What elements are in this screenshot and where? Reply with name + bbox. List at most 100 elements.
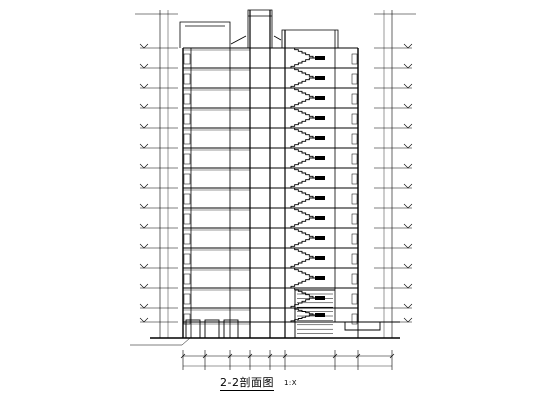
stair-landing-11 xyxy=(315,276,325,280)
staircase xyxy=(287,47,325,323)
bottom-dim-slash-4 xyxy=(267,353,273,359)
left-level-marker-6 xyxy=(139,163,149,169)
left-elevation-marks xyxy=(135,10,178,338)
floor-lines xyxy=(183,47,358,325)
left-level-marker-1 xyxy=(139,63,149,69)
right-level-marker-1 xyxy=(403,63,413,69)
stair-flight-up-5 xyxy=(291,147,317,159)
machine-room xyxy=(247,9,273,48)
bottom-dim-slash-2 xyxy=(227,353,233,359)
stair-flight-down-9 xyxy=(287,237,313,249)
window-left-4 xyxy=(183,253,191,265)
bottom-dim-slash-7 xyxy=(355,353,361,359)
roof-parapet-left xyxy=(179,21,231,48)
podium-railing xyxy=(344,322,381,331)
stair-flight-down-4 xyxy=(287,137,313,149)
stair-flight-down-0 xyxy=(287,57,313,69)
window-left-11 xyxy=(183,113,191,125)
stair-landing-9 xyxy=(315,236,325,240)
window-left-3 xyxy=(183,273,191,285)
entry-door-2 xyxy=(204,319,220,339)
stair-flight-down-3 xyxy=(287,117,313,129)
right-level-marker-11 xyxy=(403,263,413,269)
stair-flight-down-1 xyxy=(287,77,313,89)
stair-landing-6 xyxy=(315,176,325,180)
stair-flight-up-8 xyxy=(291,207,317,219)
bottom-dim-slash-1 xyxy=(202,353,208,359)
window-left-13 xyxy=(183,73,191,85)
section-linework xyxy=(179,9,359,338)
bottom-dim-slash-3 xyxy=(247,353,253,359)
stair-landing-0 xyxy=(315,56,325,60)
stair-flight-down-6 xyxy=(287,177,313,189)
stair-flight-down-8 xyxy=(287,217,313,229)
right-level-marker-10 xyxy=(403,243,413,249)
stair-roof xyxy=(281,29,339,48)
window-right-5 xyxy=(351,233,358,245)
window-right-10 xyxy=(351,133,358,145)
window-right-8 xyxy=(351,173,358,185)
left-level-marker-2 xyxy=(139,83,149,89)
stair-landing-2 xyxy=(315,96,325,100)
stair-flight-up-7 xyxy=(291,187,317,199)
window-right-9 xyxy=(351,153,358,165)
right-level-marker-2 xyxy=(403,83,413,89)
window-right-6 xyxy=(351,213,358,225)
right-level-marker-3 xyxy=(403,103,413,109)
right-level-marker-5 xyxy=(403,143,413,149)
stair-landing-12 xyxy=(315,296,325,300)
window-right-4 xyxy=(351,253,358,265)
right-level-marker-12 xyxy=(403,283,413,289)
right-level-marker-7 xyxy=(403,183,413,189)
right-level-marker-14 xyxy=(403,317,413,323)
bottom-dimension-chain xyxy=(180,350,395,370)
window-right-2 xyxy=(351,293,358,305)
bottom-dim-slash-0 xyxy=(180,353,186,359)
right-level-marker-4 xyxy=(403,123,413,129)
roof-slope-left xyxy=(230,35,247,45)
left-level-marker-0 xyxy=(139,43,149,49)
left-level-marker-7 xyxy=(139,183,149,189)
left-level-marker-14 xyxy=(139,317,149,323)
stair-flight-up-1 xyxy=(291,67,317,79)
window-left-1 xyxy=(183,313,191,325)
window-left-6 xyxy=(183,213,191,225)
ground-level xyxy=(130,289,400,346)
window-right-12 xyxy=(351,93,358,105)
left-level-marker-13 xyxy=(139,303,149,309)
left-level-marker-4 xyxy=(139,123,149,129)
left-level-marker-12 xyxy=(139,283,149,289)
left-level-marker-3 xyxy=(139,103,149,109)
bottom-dim-slash-8 xyxy=(389,353,395,359)
window-right-1 xyxy=(351,313,358,325)
right-elevation-marks xyxy=(374,10,416,338)
window-left-2 xyxy=(183,293,191,305)
left-level-marker-5 xyxy=(139,143,149,149)
window-left-7 xyxy=(183,193,191,205)
leader-left-tick xyxy=(181,337,191,346)
window-right-3 xyxy=(351,273,358,285)
left-level-marker-10 xyxy=(139,243,149,249)
stair-flight-down-10 xyxy=(287,257,313,269)
right-level-marker-8 xyxy=(403,203,413,209)
drawing-title: 2-2剖面图 xyxy=(220,376,274,391)
stair-flight-up-10 xyxy=(291,247,317,259)
drawing-caption: 2-2剖面图 1:X xyxy=(220,374,297,391)
entry-door-1 xyxy=(185,319,201,339)
right-level-marker-9 xyxy=(403,223,413,229)
stair-landing-4 xyxy=(315,136,325,140)
stair-flight-down-11 xyxy=(287,277,313,289)
window-left-14 xyxy=(183,53,191,65)
right-level-marker-0 xyxy=(403,43,413,49)
window-right-11 xyxy=(351,113,358,125)
window-left-9 xyxy=(183,153,191,165)
stair-flight-up-3 xyxy=(291,107,317,119)
stair-landing-8 xyxy=(315,216,325,220)
bottom-dim-slash-5 xyxy=(282,353,288,359)
stair-landing-13 xyxy=(315,313,325,317)
right-level-marker-6 xyxy=(403,163,413,169)
window-right-13 xyxy=(351,73,358,85)
entry-door-3 xyxy=(223,319,239,339)
stair-flight-up-11 xyxy=(291,267,317,279)
